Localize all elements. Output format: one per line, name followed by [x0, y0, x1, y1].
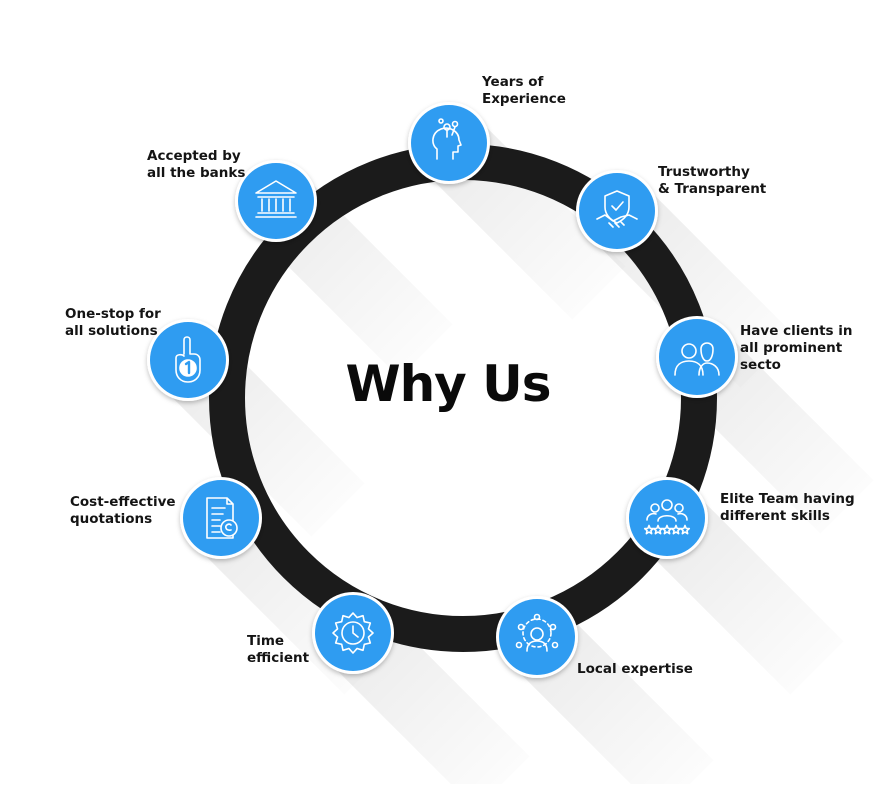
label-clients: Have clients in all prominent secto	[740, 323, 853, 373]
node-trust	[576, 170, 658, 252]
node-onestop	[147, 319, 229, 401]
clock-gear-icon	[332, 612, 374, 654]
node-local	[496, 596, 578, 678]
node-banks	[235, 160, 317, 242]
label-time: Time efficient	[247, 633, 310, 666]
label-banks: Accepted by all the banks	[147, 148, 246, 181]
label-experience: Years of Experience	[482, 74, 566, 107]
team-stars-icon	[643, 499, 691, 535]
label-local: Local expertise	[577, 661, 693, 677]
node-cost	[180, 477, 262, 559]
node-experience	[408, 102, 490, 184]
shield-handshake-icon	[596, 190, 638, 228]
label-trust: Trustworthy & Transparent	[658, 164, 767, 197]
node-time	[312, 592, 394, 674]
node-clients	[656, 316, 738, 398]
node-elite	[626, 477, 708, 559]
head-gears-icon	[432, 118, 462, 160]
people-icon	[674, 342, 720, 376]
label-elite: Elite Team having different skills	[720, 491, 855, 524]
bank-building-icon	[255, 180, 297, 218]
hand-number-one-icon	[175, 336, 201, 383]
label-onestop: One-stop for all solutions	[65, 306, 161, 339]
quotation-document-icon	[206, 497, 238, 539]
network-person-icon	[515, 613, 559, 652]
center-title: Why Us	[345, 355, 551, 413]
label-cost: Cost-effective quotations	[70, 494, 176, 527]
